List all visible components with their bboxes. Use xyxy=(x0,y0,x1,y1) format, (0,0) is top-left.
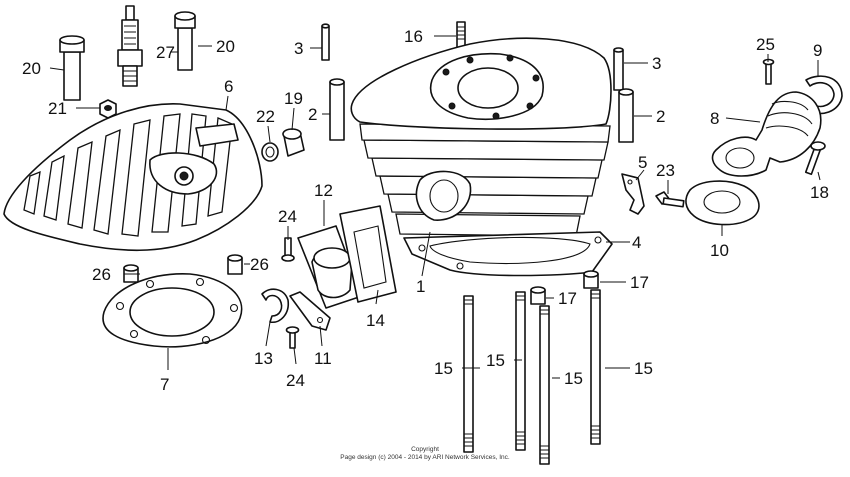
dowel-pin-3-right xyxy=(613,47,624,91)
callout-25: 25 xyxy=(756,35,775,54)
callout-13: 13 xyxy=(254,349,273,368)
callout-2-right: 2 xyxy=(656,107,665,126)
callout-3-right: 3 xyxy=(652,54,661,73)
intake-gasket-14 xyxy=(339,205,397,303)
stud-15-d xyxy=(590,289,601,445)
bolt-20-left xyxy=(59,35,85,101)
callout-15-b: 15 xyxy=(486,351,505,370)
spark-plug-27 xyxy=(117,5,143,87)
callout-3-left: 3 xyxy=(294,39,303,58)
nut-21 xyxy=(99,99,117,119)
callout-24-upper: 24 xyxy=(278,207,297,226)
callout-14: 14 xyxy=(366,311,385,330)
cylinder-1 xyxy=(350,37,612,237)
callout-2-left: 2 xyxy=(308,105,317,124)
bolt-20-right xyxy=(174,11,196,71)
dowel-pin-2-left xyxy=(329,78,345,141)
copyright-line-2: Page design (c) 2004 - 2014 by ARI Netwo… xyxy=(340,454,510,461)
callout-20-right: 20 xyxy=(216,37,235,56)
leader-lines xyxy=(49,35,821,379)
callout-21: 21 xyxy=(48,99,67,118)
plug-bolt-19 xyxy=(282,128,305,157)
callout-labels: 20 27 20 21 6 22 19 3 2 16 3 2 25 9 8 5 … xyxy=(22,27,829,394)
head-gasket-7 xyxy=(102,273,243,348)
callout-20-left: 20 xyxy=(22,59,41,78)
callout-23: 23 xyxy=(656,161,675,180)
callout-24-lower: 24 xyxy=(286,371,305,390)
collar-26-right xyxy=(227,254,243,275)
callout-1: 1 xyxy=(416,277,425,296)
callout-7: 7 xyxy=(160,375,169,394)
cylinder-head-6 xyxy=(3,103,263,252)
callout-26-left: 26 xyxy=(92,265,111,284)
gasket-10 xyxy=(685,180,760,226)
bolt-24-upper xyxy=(281,237,295,262)
callout-16: 16 xyxy=(404,27,423,46)
copyright-notice: Copyright Page design (c) 2004 - 2014 by… xyxy=(340,446,510,461)
copyright-line-1: Copyright xyxy=(411,446,439,453)
washer-22 xyxy=(261,142,279,162)
cap-nut-17-left xyxy=(530,286,546,305)
callout-12: 12 xyxy=(314,181,333,200)
callout-18: 18 xyxy=(810,183,829,202)
bolt-24-lower xyxy=(285,326,300,349)
callout-8: 8 xyxy=(710,109,719,128)
callout-26-right: 26 xyxy=(250,255,269,274)
callout-27: 27 xyxy=(156,43,175,62)
stud-15-c xyxy=(539,305,550,465)
callout-4: 4 xyxy=(632,233,641,252)
callout-10: 10 xyxy=(710,241,729,260)
reed-valve-12 xyxy=(297,225,363,309)
callout-6: 6 xyxy=(224,77,233,96)
bracket-5 xyxy=(621,173,645,215)
callout-17-left: 17 xyxy=(558,289,577,308)
bolt-18 xyxy=(804,141,826,176)
intake-manifold-8 xyxy=(711,91,822,177)
cap-nut-17-right xyxy=(583,270,599,289)
callout-15-d: 15 xyxy=(634,359,653,378)
callout-17-right: 17 xyxy=(630,273,649,292)
callout-22: 22 xyxy=(256,107,275,126)
callout-9: 9 xyxy=(813,41,822,60)
bracket-11 xyxy=(289,291,331,331)
bolt-23 xyxy=(655,191,685,208)
screw-25 xyxy=(762,58,775,85)
collar-26-left xyxy=(123,264,139,283)
callout-15-a: 15 xyxy=(434,359,453,378)
callout-19: 19 xyxy=(284,89,303,108)
stud-15-a xyxy=(463,295,474,453)
dowel-pin-3-left xyxy=(321,23,330,61)
callout-15-c: 15 xyxy=(564,369,583,388)
clip-13 xyxy=(261,288,290,324)
callout-11: 11 xyxy=(314,349,332,368)
stud-15-b xyxy=(515,291,526,451)
dowel-pin-2-right xyxy=(618,88,634,143)
base-gasket-4 xyxy=(403,231,613,277)
callout-5: 5 xyxy=(638,153,647,172)
